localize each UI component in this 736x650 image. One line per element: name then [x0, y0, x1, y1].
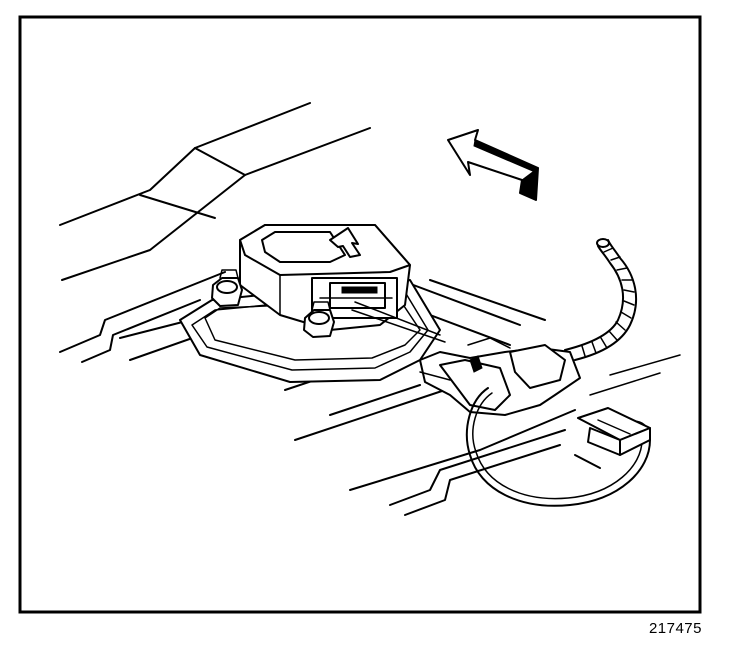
arrow-icon	[329, 227, 361, 258]
connector-wires	[351, 301, 446, 343]
connector-plug	[577, 407, 651, 456]
bolt-left	[211, 269, 243, 307]
harness-connector	[419, 337, 581, 416]
forward-arrow-icon	[447, 129, 539, 201]
sensing-module	[239, 224, 411, 331]
wire-harness	[564, 238, 638, 361]
bolt-right	[303, 301, 335, 338]
figure-id-label: 217475	[648, 620, 702, 637]
